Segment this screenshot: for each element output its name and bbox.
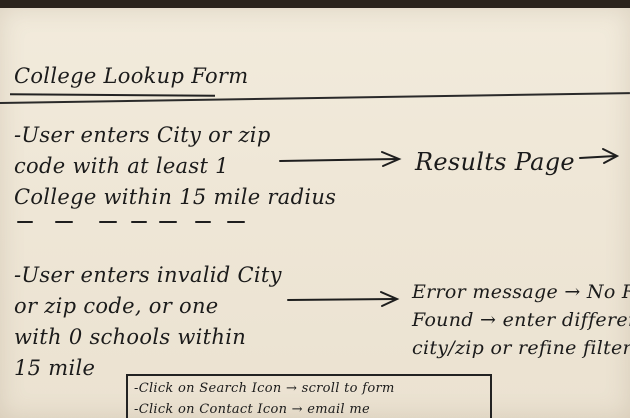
error-message-note: Error message → No Re Found → enter diff… [412,278,630,362]
error-line: Found → enter different [412,309,630,331]
interaction-notes-box: -Click on Search Icon → scroll to form -… [126,374,492,418]
scenario-line: or zip code, or one [14,294,219,318]
scenario-line: with 0 schools within [14,325,247,349]
arrow-next [579,155,616,159]
error-line: Error message → No Re [412,281,630,303]
arrow-to-error [287,298,396,301]
results-page-label: Results Page [415,148,575,176]
scenario-line: 15 mile [14,356,96,380]
scenario-line: College within 15 mile radius [14,185,337,209]
scenario-line: -User enters City or zip [14,123,271,147]
note-line-contact: -Click on Contact Icon → email me [134,402,370,417]
flow-arrows [17,148,620,307]
note-line-search: -Click on Search Icon → scroll to form [134,381,395,396]
invalid-input-scenario: -User enters invalid City or zip code, o… [14,260,282,384]
page-title: College Lookup Form [14,64,249,88]
scenario-line: code with at least 1 [14,154,229,178]
arrow-to-results [279,158,399,162]
sketch-paper: College Lookup Form -User enters City or… [0,8,630,418]
valid-input-scenario: -User enters City or zip code with at le… [14,120,336,213]
scenario-line: -User enters invalid City [14,263,282,287]
error-line: city/zip or refine filter [412,337,630,359]
